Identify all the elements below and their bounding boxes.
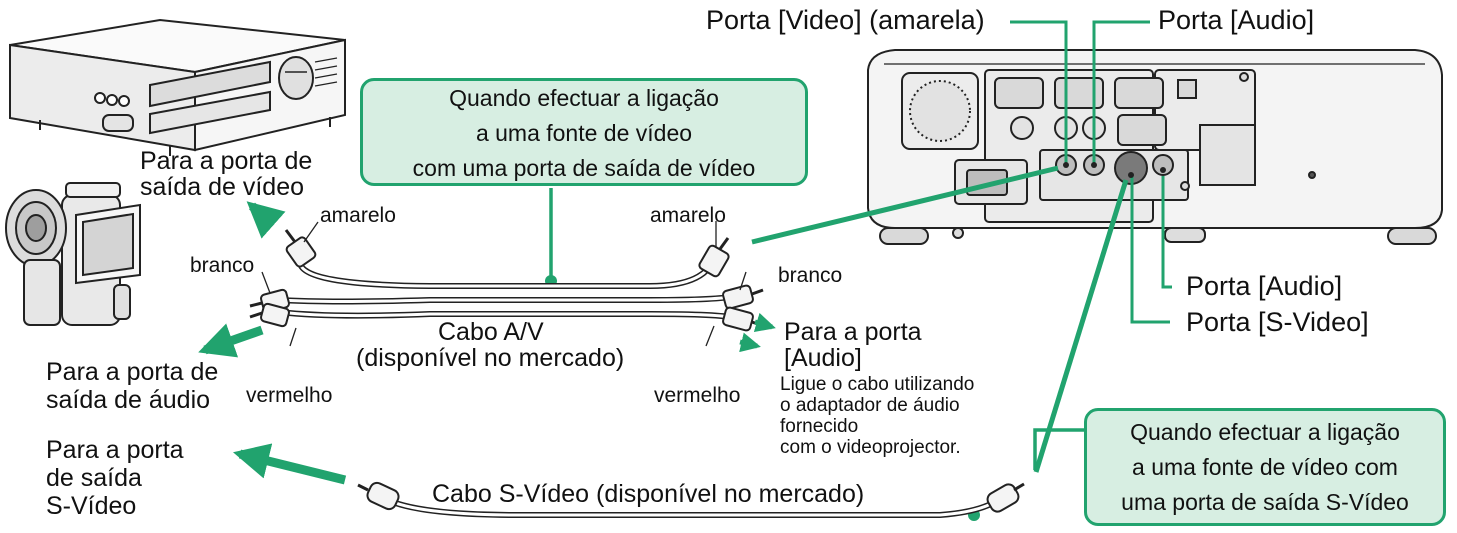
port-label-audio-top: Porta [Audio]	[1158, 5, 1315, 35]
callout-svideo-line-2: a uma fonte de vídeo com	[1132, 454, 1398, 480]
svideo-cable	[386, 497, 1000, 518]
rca-plug-red-right	[722, 306, 764, 332]
audio-port-heading-line-2: [Audio]	[784, 344, 862, 372]
port-pointer-lines	[1010, 20, 1172, 324]
callout-video-line-1: Quando efectuar a ligação	[449, 85, 719, 111]
audio-out-label-line-2: saída de áudio	[46, 386, 211, 414]
video-out-label-line-2: saída de vídeo	[140, 173, 305, 201]
plug-label-white-left: branco	[190, 254, 255, 277]
callout-svideo-line-3: uma porta de saída S-Vídeo	[1121, 489, 1409, 515]
svideo-plug-right	[986, 482, 1025, 513]
rca-plug-red-left	[249, 302, 290, 328]
plug-label-white-right: branco	[778, 264, 843, 287]
plug-label-yellow-right: amarelo	[650, 204, 726, 227]
vcr-device	[9, 18, 346, 156]
svideo-out-label-line-3: S-Vídeo	[46, 492, 137, 520]
svideo-cable-label: Cabo S-Vídeo (disponível no mercado)	[432, 480, 865, 508]
audio-port-heading-line-1: Para a porta	[784, 318, 922, 346]
av-cable-label-line-2: (disponível no mercado)	[356, 344, 625, 372]
callout-svideo-source: Quando efectuar a ligação a uma fonte de…	[1084, 408, 1446, 526]
camcorder-device	[5, 182, 141, 326]
audio-port-note-line-3: fornecido	[780, 416, 859, 437]
rca-plug-white-right	[722, 284, 764, 310]
audio-port-note-line-4: com o videoprojector.	[780, 437, 961, 458]
video-out-label-line-1: Para a porta de	[140, 147, 313, 175]
port-pointer-dots	[1063, 162, 1166, 178]
plug-label-leaders	[261, 221, 747, 347]
svideo-out-label-line-2: de saída	[46, 464, 142, 492]
callout-connectors	[549, 188, 1092, 470]
svideo-out-label-line-1: Para a porta	[46, 436, 184, 464]
plug-label-yellow-left: amarelo	[320, 204, 396, 227]
audio-port-arrows	[739, 312, 776, 353]
callout-video-line-2: a uma fonte de vídeo	[475, 120, 693, 146]
callout-video-source: Quando efectuar a ligação a uma fonte de…	[360, 78, 808, 186]
port-label-audio-right: Porta [Audio]	[1186, 271, 1343, 301]
plug-label-red-left: vermelho	[246, 384, 333, 407]
audio-port-note-line-1: Ligue o cabo utilizando	[780, 374, 975, 395]
callout-video-line-3: com uma porta de saída de vídeo	[412, 155, 756, 181]
rca-plug-yellow-left	[284, 229, 317, 268]
projector-connection-lines	[751, 165, 1129, 473]
callout-svideo-line-1: Quando efectuar a ligação	[1130, 419, 1400, 445]
av-cable-label-line-1: Cabo A/V	[438, 318, 544, 346]
port-label-video-yellow: Porta [Video] (amarela)	[706, 5, 985, 35]
port-label-svideo-right: Porta [S-Video]	[1186, 307, 1369, 337]
av-cable	[279, 251, 736, 321]
plug-label-red-right: vermelho	[654, 384, 741, 407]
rca-plug-yellow-right	[698, 237, 730, 278]
green-arrows	[198, 201, 347, 485]
audio-out-label-line-1: Para a porta de	[46, 358, 219, 386]
audio-port-note-line-2: o adaptador de áudio	[780, 395, 960, 416]
svideo-plug-left	[357, 481, 400, 511]
projector-device	[867, 49, 1443, 245]
